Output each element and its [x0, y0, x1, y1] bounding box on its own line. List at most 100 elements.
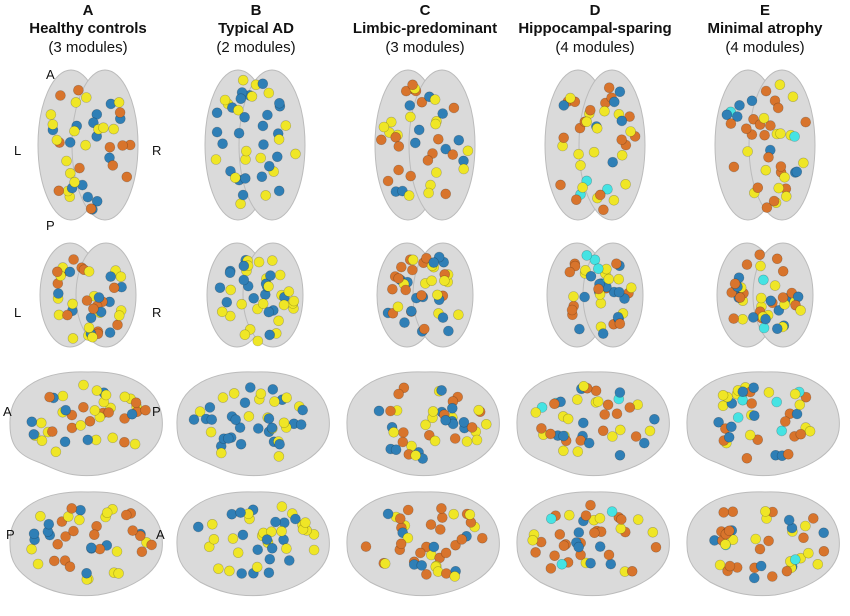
network-node — [620, 179, 631, 190]
network-node — [742, 146, 753, 157]
network-node — [108, 282, 120, 294]
network-node — [388, 426, 400, 438]
network-node — [603, 549, 615, 561]
network-node — [429, 435, 441, 447]
network-node — [573, 541, 585, 553]
network-node — [28, 528, 40, 540]
network-node — [416, 290, 427, 301]
medial-brain-view — [9, 491, 163, 597]
network-node — [61, 155, 72, 167]
network-node — [121, 509, 132, 521]
network-node — [239, 329, 251, 341]
network-node — [558, 100, 570, 111]
network-node — [278, 299, 290, 311]
network-node — [75, 504, 86, 516]
network-node — [775, 128, 786, 139]
network-node — [791, 408, 803, 420]
lateral-brain-view — [516, 371, 670, 477]
network-node — [615, 514, 627, 525]
network-node — [273, 185, 285, 197]
network-node — [407, 79, 418, 91]
network-node — [410, 450, 422, 461]
network-node — [270, 516, 281, 528]
network-node — [273, 315, 284, 327]
medial-brain-view — [686, 491, 840, 597]
network-node — [73, 84, 84, 96]
network-node — [146, 539, 157, 551]
network-node — [594, 541, 606, 552]
network-node — [440, 414, 451, 426]
panel-title: Minimal atrophy — [707, 20, 823, 37]
network-node — [140, 404, 151, 416]
network-node — [74, 514, 85, 526]
network-node — [545, 428, 556, 440]
network-node — [726, 421, 737, 433]
network-node — [453, 134, 465, 146]
network-node — [800, 116, 812, 128]
network-node — [748, 572, 760, 584]
network-node — [224, 267, 236, 279]
network-node — [267, 384, 279, 395]
network-node — [562, 413, 574, 425]
network-node — [605, 558, 617, 570]
network-node — [104, 327, 116, 338]
network-node — [252, 335, 264, 347]
network-node — [223, 433, 234, 444]
network-node — [406, 305, 417, 317]
network-node — [536, 423, 547, 434]
network-node — [430, 118, 441, 130]
network-node — [81, 295, 93, 306]
network-node — [89, 405, 101, 416]
network-node — [208, 533, 220, 545]
network-node — [44, 391, 55, 403]
network-node — [731, 111, 743, 122]
network-node — [82, 434, 94, 446]
network-node — [288, 295, 300, 307]
axial-anterior-label: A — [46, 67, 55, 82]
network-node — [263, 160, 275, 172]
panel-title: Limbic-predominant — [352, 20, 498, 37]
network-node — [85, 312, 97, 324]
network-node — [527, 534, 539, 546]
network-node — [232, 547, 244, 559]
network-node — [50, 446, 62, 458]
panel-modules: (4 modules) — [725, 39, 805, 56]
network-node — [760, 164, 772, 176]
network-node — [216, 447, 227, 459]
network-node — [616, 150, 628, 161]
network-node — [453, 309, 464, 321]
network-node — [78, 379, 89, 391]
network-node — [266, 255, 278, 266]
network-node — [568, 291, 579, 302]
network-node — [421, 569, 432, 580]
panel-letter: B — [250, 2, 262, 19]
network-node — [449, 571, 461, 582]
network-node — [86, 542, 97, 554]
network-node — [108, 123, 119, 135]
network-node — [759, 129, 770, 141]
network-node — [608, 195, 620, 206]
network-node — [117, 140, 128, 151]
panel-header-b: B Typical AD (2 modules) — [171, 2, 341, 57]
network-node — [573, 148, 584, 160]
network-node — [234, 422, 246, 433]
network-node — [794, 399, 806, 411]
network-node — [237, 74, 249, 86]
network-node — [392, 301, 404, 313]
panel-header-a: A Healthy controls (3 modules) — [3, 2, 173, 57]
network-node — [732, 412, 744, 423]
network-node — [573, 527, 585, 538]
network-node — [225, 284, 236, 296]
panel-header-d: D Hippocampal-sparing (4 modules) — [510, 2, 680, 57]
network-node — [204, 541, 215, 553]
network-node — [777, 265, 789, 277]
network-node — [237, 189, 249, 201]
network-node — [760, 313, 771, 325]
network-node — [436, 512, 448, 523]
network-node — [440, 143, 452, 155]
network-node — [448, 508, 460, 520]
network-node — [585, 499, 596, 511]
network-node — [603, 82, 615, 93]
network-node — [789, 554, 801, 565]
network-node — [119, 436, 130, 448]
